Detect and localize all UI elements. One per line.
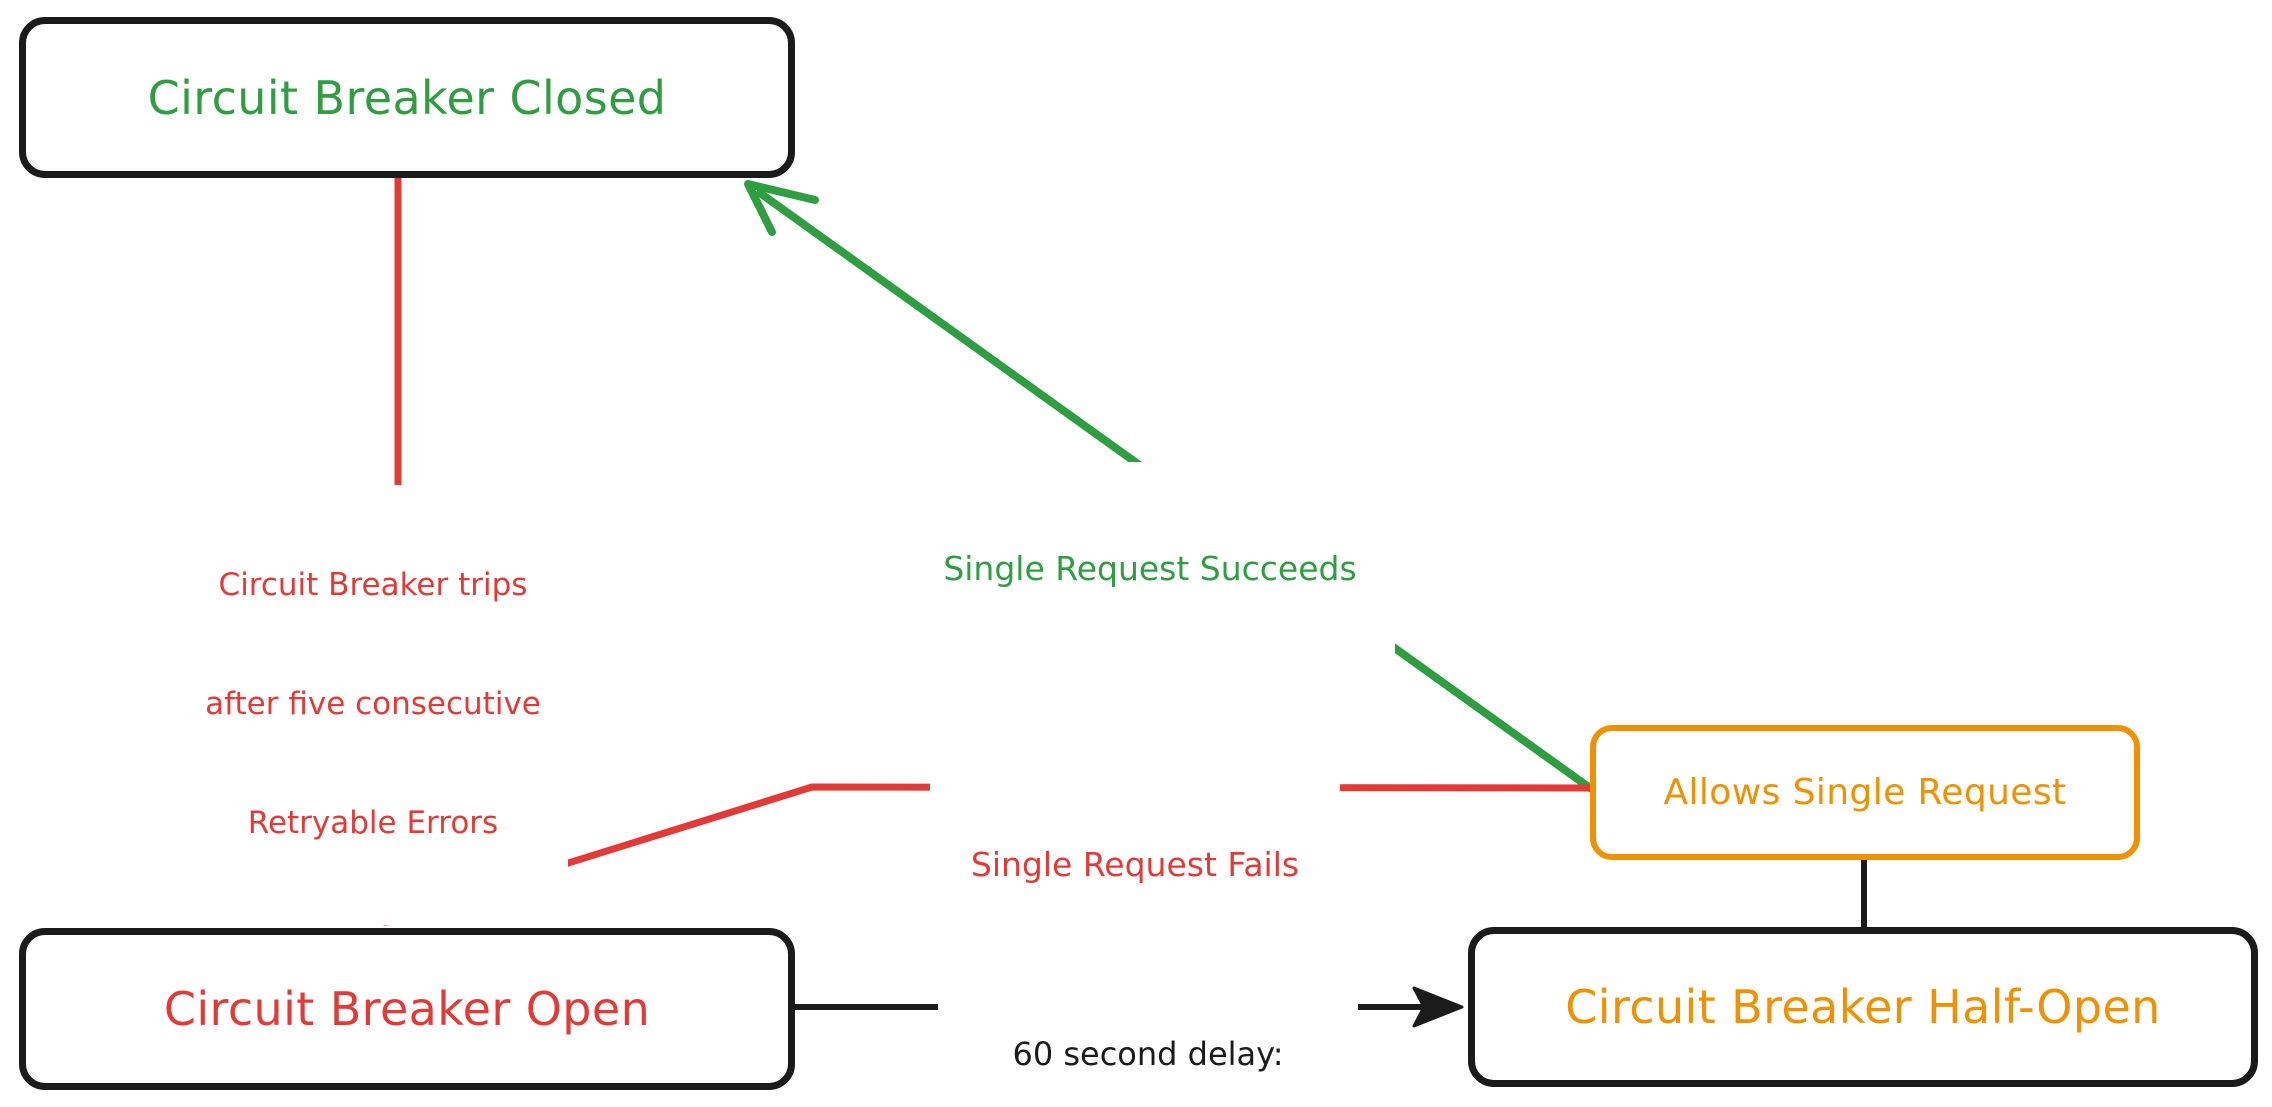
edge-label-trips-line3: Retryable Errors [247,805,499,842]
arrowhead-succeeds [744,180,819,236]
node-circuit-breaker-closed[interactable]: Circuit Breaker Closed [19,17,795,178]
edge-label-delay-line1: 60 second delay: [1012,1034,1284,1073]
edge-label-delay: 60 second delay: No requests allowed [938,950,1358,1107]
node-label-half-open: Circuit Breaker Half-Open [1565,980,2161,1034]
arrowhead-delay [1412,986,1464,1028]
edge-label-fails: Single Request Fails [930,758,1340,974]
node-label-open: Circuit Breaker Open [163,982,651,1036]
node-circuit-breaker-half-open[interactable]: Circuit Breaker Half-Open [1468,927,2258,1087]
edge-label-succeeds: Single Request Succeeds [905,462,1395,678]
node-allows-single-request[interactable]: Allows Single Request [1590,725,2140,860]
node-label-allows-single: Allows Single Request [1663,772,2067,813]
edge-label-fails-text: Single Request Fails [970,845,1300,885]
edge-label-trips-line1: Circuit Breaker trips [218,567,528,604]
node-circuit-breaker-open[interactable]: Circuit Breaker Open [19,928,795,1090]
edge-label-trips: Circuit Breaker trips after five consecu… [178,485,568,926]
edge-label-trips-line2: after five consecutive [205,686,541,723]
edge-label-succeeds-text: Single Request Succeeds [943,549,1357,589]
node-label-closed: Circuit Breaker Closed [147,70,667,125]
